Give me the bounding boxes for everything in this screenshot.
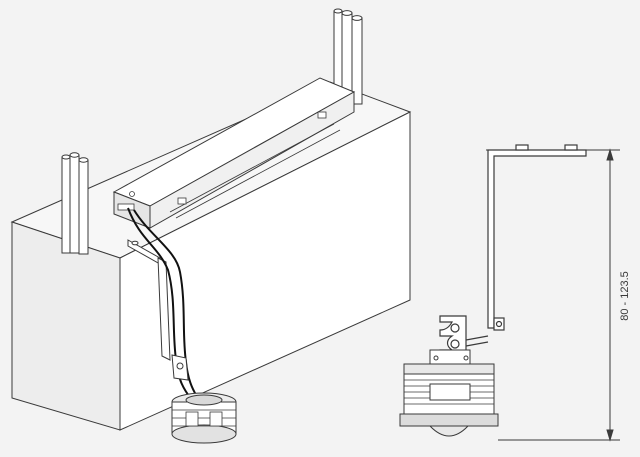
downlight-right bbox=[399, 349, 499, 437]
downlight-left bbox=[171, 354, 237, 444]
connection-cables bbox=[127, 207, 201, 403]
ceiling-block bbox=[10, 81, 412, 431]
mounting-bracket-right bbox=[487, 144, 587, 331]
height-dimension bbox=[498, 148, 620, 442]
mounting-bracket-left bbox=[127, 239, 171, 361]
height-range-label: 80 - 123.5 bbox=[619, 271, 631, 321]
led-driver bbox=[112, 77, 356, 229]
conduit-pipes-left bbox=[61, 152, 89, 255]
